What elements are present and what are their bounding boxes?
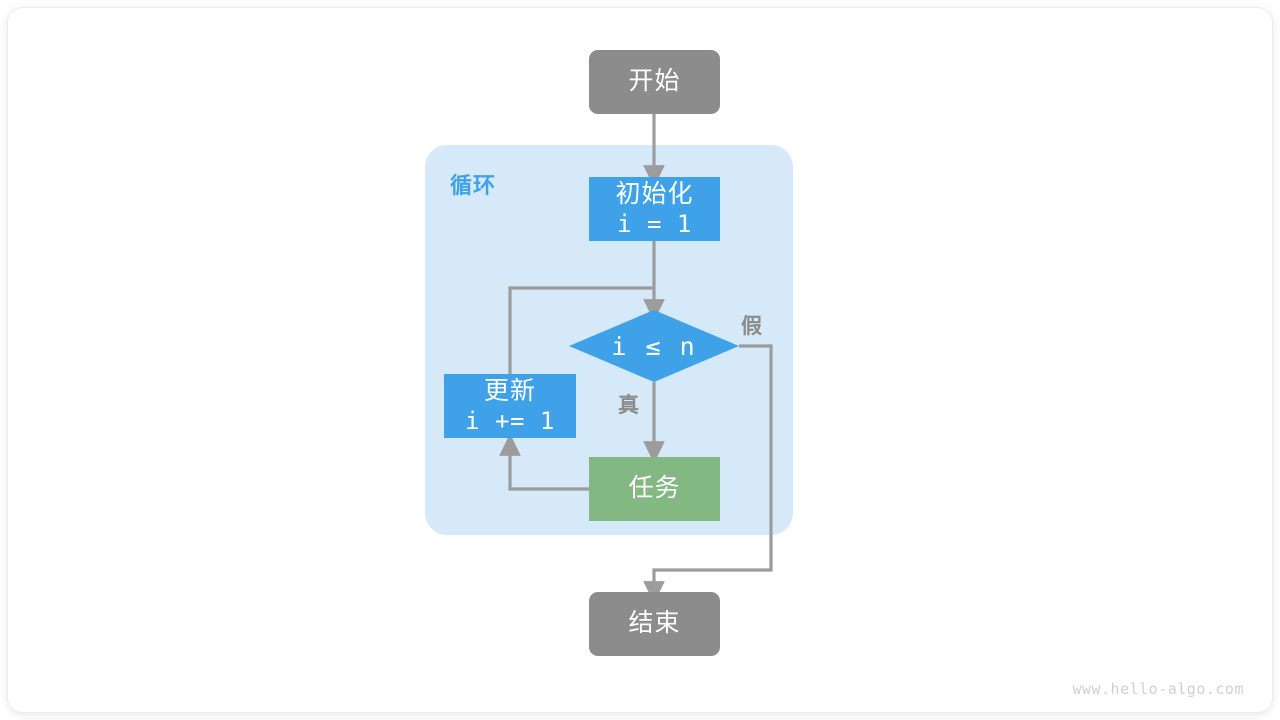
node-init-code: i = 1 (617, 209, 692, 238)
node-task[interactable]: 任务 (589, 457, 720, 521)
node-update-code: i += 1 (465, 406, 555, 435)
node-init[interactable]: 初始化 i = 1 (589, 177, 720, 241)
node-init-label: 初始化 (615, 180, 694, 209)
edge-condition-false-to-end (643, 344, 773, 604)
node-start-label: 开始 (628, 67, 681, 96)
node-end-label: 结束 (628, 609, 681, 638)
node-task-label: 任务 (628, 474, 681, 503)
node-update-label: 更新 (483, 377, 536, 406)
edge-update-to-condition (508, 286, 654, 374)
node-start[interactable]: 开始 (589, 50, 720, 114)
edge-label-false: 假 (741, 315, 762, 338)
node-end[interactable]: 结束 (589, 592, 720, 656)
loop-container-label: 循环 (450, 173, 497, 198)
node-update[interactable]: 更新 i += 1 (444, 374, 576, 438)
condition-diamond-shape (569, 310, 739, 382)
node-condition-label[interactable]: i ≤ n (611, 331, 697, 361)
watermark: www.hello-algo.com (1072, 680, 1244, 698)
edge-label-true: 真 (618, 394, 639, 417)
edge-task-to-update (499, 433, 589, 491)
